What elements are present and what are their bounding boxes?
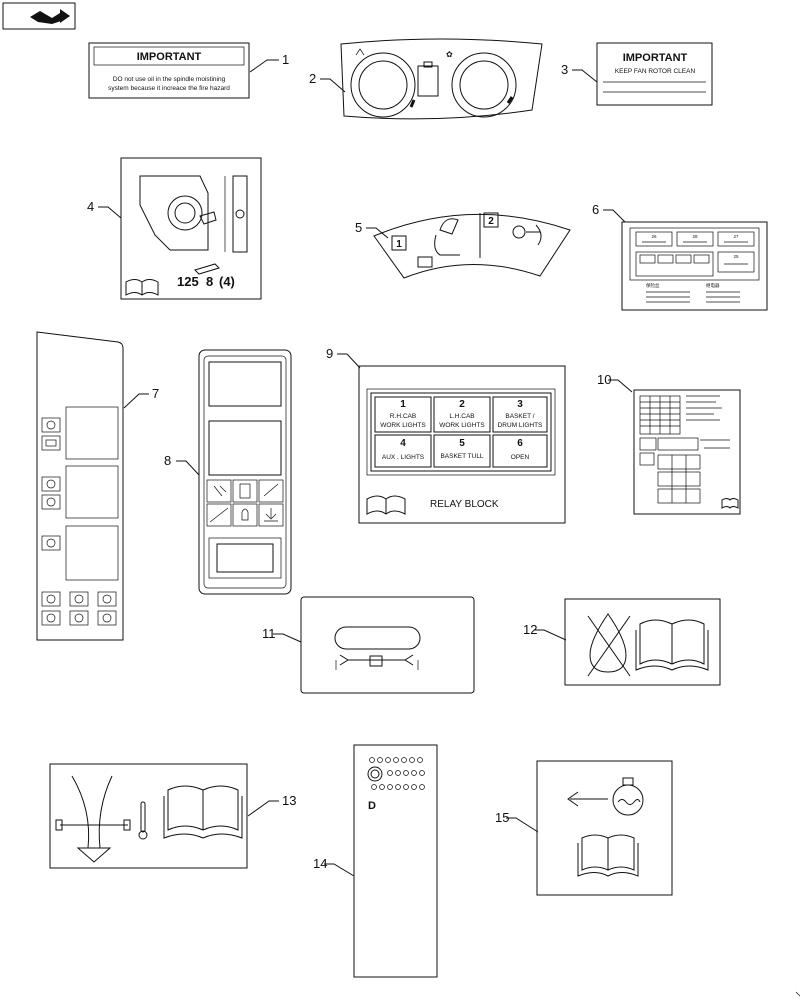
decal-2-control-dials: ✿ — [340, 38, 543, 120]
decal-14-letter: D — [368, 800, 376, 812]
decal-6-legend-right-title: 继电器 — [706, 282, 720, 289]
svg-text:✿: ✿ — [446, 50, 453, 59]
callout-12: 12 — [523, 622, 537, 637]
svg-text:5: 5 — [459, 438, 465, 449]
decal-6-legend-left-title: 保险丝 — [646, 282, 660, 289]
callout-1: 1 — [282, 52, 289, 67]
callout-8: 8 — [164, 453, 171, 468]
decal-10-fuse-map — [633, 389, 741, 515]
relay-cell-4: 4 AUX . LIGHTS — [374, 434, 432, 468]
svg-text:R.H.CAB: R.H.CAB — [390, 413, 416, 420]
relay-cell-3: 3 BASKET / DRUM LIGHTS — [492, 396, 548, 433]
svg-text:6: 6 — [517, 438, 523, 449]
callout-4: 4 — [87, 199, 94, 214]
book-icon — [721, 498, 739, 509]
callout-6: 6 — [592, 202, 599, 217]
callout-10: 10 — [597, 372, 611, 387]
svg-text:AUX . LIGHTS: AUX . LIGHTS — [382, 454, 425, 461]
decal-3-line1: KEEP FAN ROTOR CLEAN — [615, 68, 696, 75]
decal-4-caption-mid: 8 — [206, 274, 213, 289]
decal-3-important-fan: IMPORTANT KEEP FAN ROTOR CLEAN — [596, 42, 713, 106]
callout-11: 11 — [262, 626, 276, 641]
svg-text:BASKET TULL: BASKET TULL — [440, 453, 483, 460]
callout-15: 15 — [495, 810, 509, 825]
decal-6-cell2: 28 — [692, 234, 698, 239]
svg-text:2: 2 — [459, 399, 465, 410]
callout-5: 5 — [355, 220, 362, 235]
relay-cell-5: 5 BASKET TULL — [433, 434, 491, 468]
svg-text:4: 4 — [400, 438, 406, 449]
callout-9: 9 — [326, 346, 333, 361]
decal-3-title: IMPORTANT — [623, 52, 688, 64]
callout-7: 7 — [152, 386, 159, 401]
decal-9-relay-block: 1 R.H.CAB WORK LIGHTS 2 L.H.CAB WORK LIG… — [358, 365, 566, 524]
decal-1-important-oil: IMPORTANT DO not use oil in the spindle … — [88, 42, 250, 99]
no-fire-icon — [587, 613, 631, 677]
decal-6-cell4: 25 — [733, 254, 739, 259]
decal-5-lube-arc: 1 2 — [373, 212, 571, 279]
book-icon — [577, 834, 639, 877]
decal-4-caption-num: 125 — [177, 274, 199, 289]
decal-5-box1: 1 — [396, 239, 402, 250]
book-icon — [125, 279, 159, 296]
svg-text:L.H.CAB: L.H.CAB — [449, 413, 474, 420]
decal-6-cell3: 27 — [733, 234, 739, 239]
callout-14: 14 — [313, 856, 327, 871]
book-icon — [366, 495, 406, 515]
engine-icon — [612, 777, 644, 816]
thermometer-icon — [138, 801, 148, 840]
arrow-left-icon — [567, 791, 608, 807]
relay-cell-2: 2 L.H.CAB WORK LIGHTS — [433, 396, 491, 433]
book-icon — [635, 619, 709, 671]
decal-8-display-panel — [198, 349, 292, 595]
callout-2: 2 — [309, 71, 316, 86]
svg-text:3: 3 — [517, 399, 523, 410]
svg-text:1: 1 — [400, 399, 406, 410]
svg-text:OPEN: OPEN — [511, 454, 530, 461]
callout-13: 13 — [282, 793, 296, 808]
callout-3: 3 — [561, 62, 568, 77]
decal-1-line1: DO not use oil in the spindle moistining — [113, 76, 226, 83]
relay-block-footer: RELAY BLOCK — [430, 499, 499, 510]
svg-text:DRUM LIGHTS: DRUM LIGHTS — [498, 422, 543, 429]
decal-12-no-fire — [564, 598, 721, 686]
decal-15-engine-coolant — [536, 760, 673, 896]
decal-1-title: IMPORTANT — [137, 51, 202, 63]
decal-11-direction — [300, 596, 475, 694]
decal-13-temperature — [49, 763, 248, 869]
decal-4-spindle-lube: 125 8 (4) — [120, 157, 262, 300]
decal-14-indicator-strip: D — [353, 744, 438, 978]
relay-cell-1: 1 R.H.CAB WORK LIGHTS — [374, 396, 432, 433]
svg-text:WORK LIGHTS: WORK LIGHTS — [439, 422, 485, 429]
svg-text:WORK LIGHTS: WORK LIGHTS — [380, 422, 426, 429]
decal-5-box2: 2 — [488, 216, 494, 227]
nav-arrow-icon[interactable] — [2, 2, 76, 30]
relay-cell-6: 6 OPEN — [492, 434, 548, 468]
decal-7-switch-panel — [36, 331, 124, 641]
decal-4-caption-paren: (4) — [219, 274, 235, 289]
decal-6-cell1: 26 — [651, 234, 657, 239]
svg-text:BASKET /: BASKET / — [505, 413, 534, 420]
decal-6-fuse-chart: 26 28 27 25 保险丝 继电器 — [621, 221, 768, 311]
book-icon — [163, 785, 243, 839]
decal-1-line2: system because it increace the fire haza… — [108, 85, 230, 92]
